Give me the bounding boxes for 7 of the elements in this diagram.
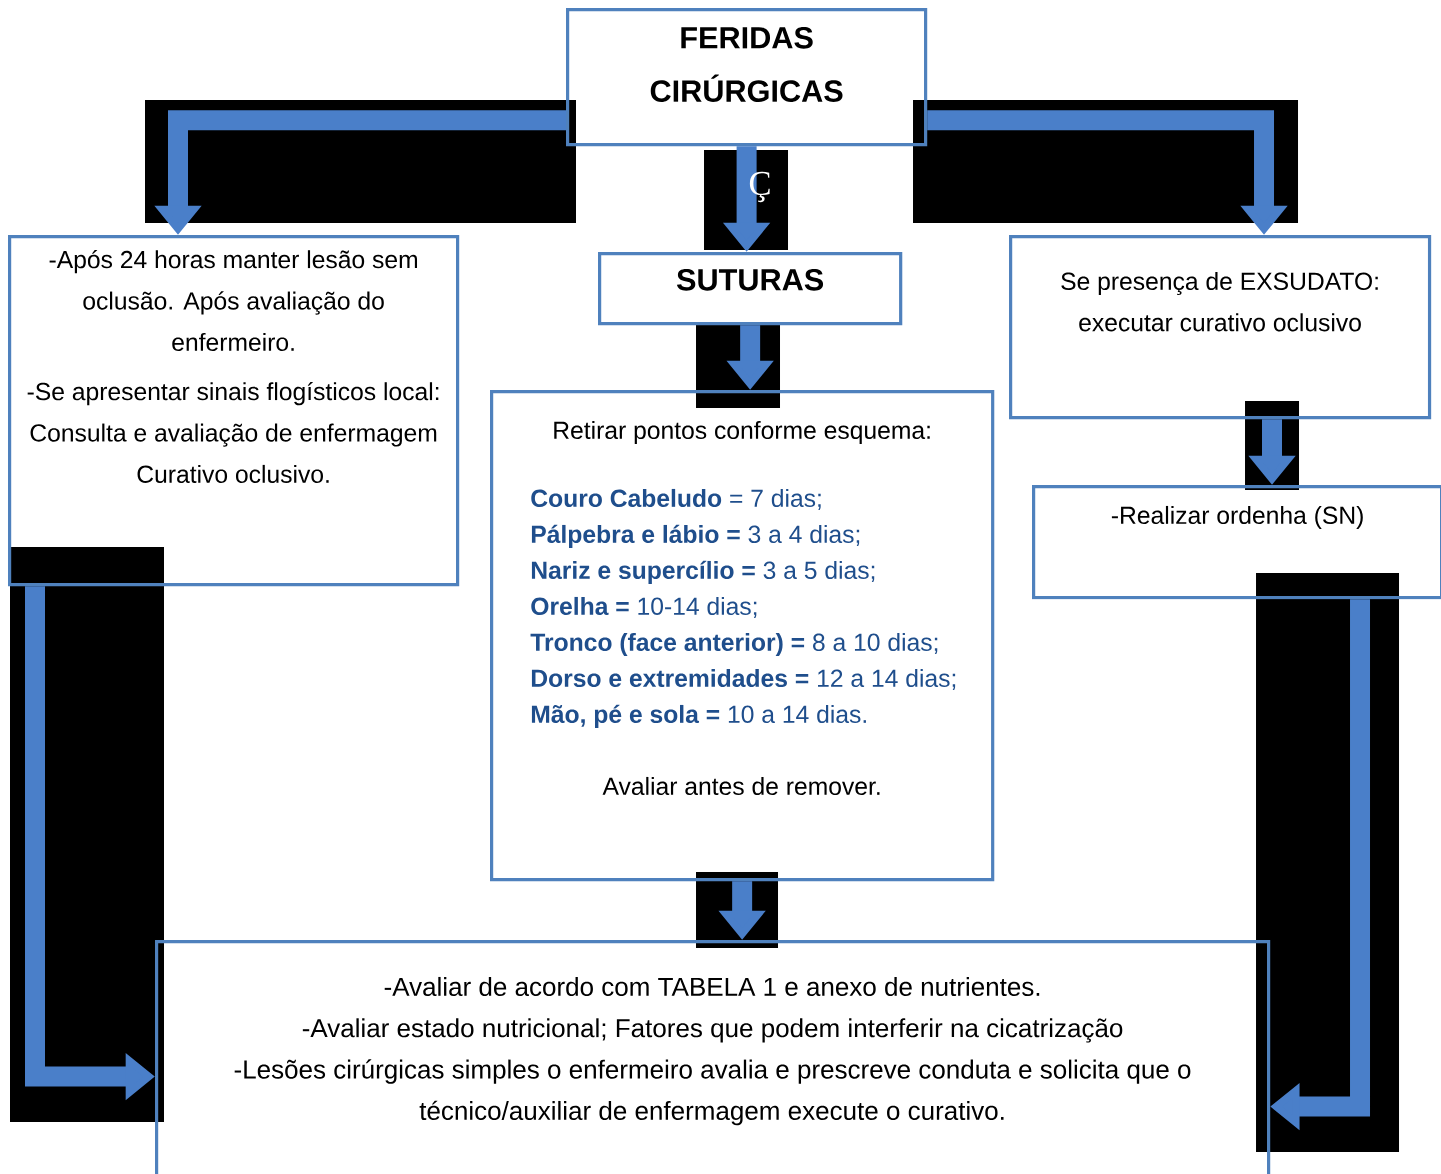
process-box: -Após 24 horas manter lesão sem oclusão. Após avaliação do enfermeiro. -Se apresentar sinais flogísticos local: Consulta e avaliação de enfermagem Curativo oclusivo. (8, 235, 460, 587)
process-box: -Avaliar de acordo com TABELA 1 e anexo de nutrientes. -Avaliar estado nutricional; Fatores que podem interferir na cicatrização -Lesões cirúrgicas simples o enfermeiro avalia e prescreve conduta e solicita que o técnico/auxiliar de enfermagem execute o curativo. (155, 940, 1271, 1174)
process-box: Se presença de EXSUDATO: executar curativo oclusivo (1009, 235, 1432, 420)
process-box: SUTURAS (598, 252, 903, 326)
process-box: Retirar pontos conforme esquema: Couro Cabeludo = 7 dias; Pálpebra e lábio = 3 a 4 dias; Nariz e supercílio = 3 a 5 dias; Orelha = 10-14 dias; Tronco (face anterior) = 8 a 10 dias; Dorso e extremidades = 12 a 14 dias; Mão, pé e sola = 10 a 14 dias. Avaliar antes de remover. (490, 390, 995, 882)
process-box: FERIDAS CIRÚRGICAS (566, 8, 928, 147)
process-box: -Realizar ordenha (SN) (1032, 485, 1441, 600)
